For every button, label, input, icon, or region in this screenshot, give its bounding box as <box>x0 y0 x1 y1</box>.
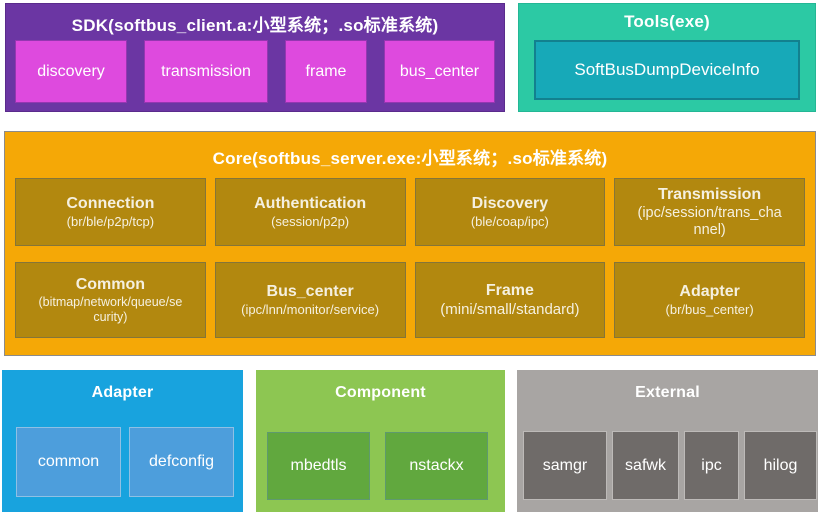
core-module-detail: (br/ble/p2p/tcp) <box>66 214 155 230</box>
adapter-title: Adapter <box>91 384 154 401</box>
adapter-module-common: common <box>16 427 121 497</box>
tools-title: Tools(exe) <box>624 12 710 31</box>
adapter-block: Adapter common defconfig <box>2 370 243 512</box>
core-module-detail: (session/p2p) <box>271 214 350 230</box>
core-block: Core(softbus_server.exe:小型系统；.so标准系统) Co… <box>4 131 816 356</box>
core-module-name: Frame <box>485 282 534 299</box>
core-module-bus-center: Bus_center (ipc/lnn/monitor/service) <box>214 262 406 338</box>
component-block: Component mbedtls nstackx <box>256 370 505 512</box>
core-module-detail: (br/bus_center) <box>665 302 754 318</box>
core-module-discovery: Discovery (ble/coap/ipc) <box>414 178 606 246</box>
core-module-name: Connection <box>66 195 155 213</box>
external-module-ipc: ipc <box>684 431 739 500</box>
core-module-adapter: Adapter (br/bus_center) <box>614 262 805 338</box>
core-module-name: Common <box>75 276 146 293</box>
sdk-modules: discovery transmission frame bus_center <box>15 40 495 103</box>
external-title: External <box>635 384 700 401</box>
core-module-detail: (ipc/session/trans_channel) <box>637 204 782 238</box>
sdk-module-transmission: transmission <box>144 40 268 103</box>
core-module-detail: (mini/small/standard) <box>440 301 580 318</box>
core-title: Core(softbus_server.exe:小型系统；.so标准系统) <box>212 149 608 168</box>
component-title: Component <box>335 384 426 401</box>
adapter-module-defconfig: defconfig <box>129 427 234 497</box>
core-module-connection: Connection (br/ble/p2p/tcp) <box>15 178 206 246</box>
core-module-detail: (bitmap/network/queue/security) <box>38 295 183 324</box>
external-modules: samgr safwk ipc hilog <box>523 431 817 500</box>
adapter-modules: common defconfig <box>16 427 234 497</box>
sdk-module-discovery: discovery <box>15 40 127 103</box>
sdk-title: SDK(softbus_client.a:小型系统；.so标准系统) <box>71 16 439 35</box>
core-module-detail: (ipc/lnn/monitor/service) <box>241 302 380 318</box>
tools-module-softbusdumpdeviceinfo: SoftBusDumpDeviceInfo <box>534 40 800 100</box>
tools-block: Tools(exe) SoftBusDumpDeviceInfo <box>518 3 816 112</box>
core-module-transmission: Transmission (ipc/session/trans_channel) <box>614 178 805 246</box>
core-module-name: Authentication <box>254 195 367 213</box>
core-module-authentication: Authentication (session/p2p) <box>214 178 406 246</box>
component-module-mbedtls: mbedtls <box>267 432 370 500</box>
core-module-name: Discovery <box>471 195 549 213</box>
external-module-hilog: hilog <box>744 431 817 500</box>
core-module-common: Common (bitmap/network/queue/security) <box>15 262 206 338</box>
core-module-detail: (ble/coap/ipc) <box>470 214 549 230</box>
core-modules: Connection (br/ble/p2p/tcp) Authenticati… <box>15 178 805 338</box>
component-modules: mbedtls nstackx <box>267 432 488 500</box>
external-module-safwk: safwk <box>612 431 679 500</box>
sdk-module-bus-center: bus_center <box>384 40 495 103</box>
component-module-nstackx: nstackx <box>385 432 488 500</box>
sdk-module-frame: frame <box>285 40 367 103</box>
external-module-samgr: samgr <box>523 431 607 500</box>
core-module-name: Adapter <box>679 283 740 301</box>
core-module-name: Transmission <box>658 185 762 203</box>
core-module-name: Bus_center <box>266 283 354 301</box>
core-module-frame: Frame (mini/small/standard) <box>414 262 606 338</box>
external-block: External samgr safwk ipc hilog <box>517 370 818 512</box>
sdk-block: SDK(softbus_client.a:小型系统；.so标准系统) disco… <box>5 3 505 112</box>
